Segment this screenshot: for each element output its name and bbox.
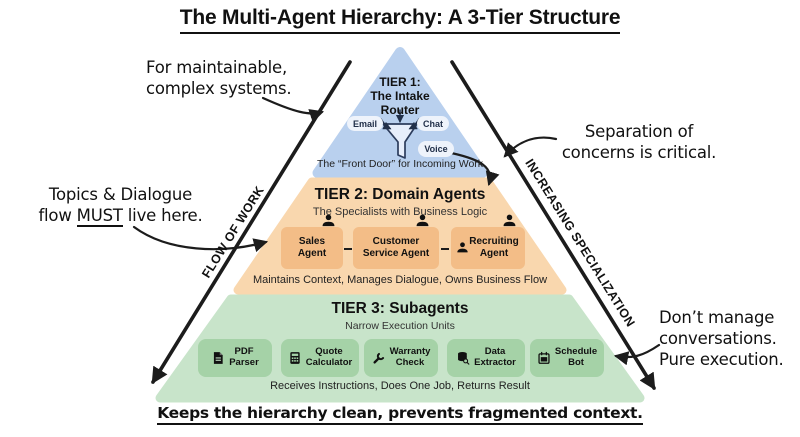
- annotation-separation: Separation of concerns is critical.: [561, 122, 717, 163]
- annotation-topics-line2: flow MUST live here.: [38, 206, 203, 228]
- database-search-icon: [458, 351, 470, 365]
- page-title: The Multi-Agent Hierarchy: A 3-Tier Stru…: [0, 6, 800, 34]
- channel-pill-email: Email: [347, 116, 383, 131]
- person-icon: [322, 214, 335, 227]
- agent-connector: [441, 248, 449, 250]
- tier2-caption: Maintains Context, Manages Dialogue, Own…: [252, 274, 548, 286]
- tool-label: PDF Parser: [229, 346, 259, 368]
- tool-card-data-extractor: Data Extractor: [447, 339, 525, 377]
- tier1-caption: The “Front Door” for Incoming Work: [316, 158, 484, 170]
- tier3-title: TIER 3: Subagents: [331, 300, 469, 317]
- tier1-title: TIER 1: The Intake Router: [370, 75, 430, 117]
- tool-card-warranty-check: Warranty Check: [364, 339, 438, 377]
- tool-card-schedule-bot: Schedule Bot: [530, 339, 604, 377]
- tool-label: Quote Calculator: [305, 346, 353, 368]
- maintainable-arrow: [261, 96, 325, 123]
- tool-label: Warranty Check: [389, 346, 431, 368]
- annotation-topics: Topics & Dialogue flow MUST live here.: [18, 184, 223, 228]
- annotation-topics-line1: Topics & Dialogue: [48, 185, 193, 204]
- tool-card-quote-calculator: Quote Calculator: [281, 339, 359, 377]
- tier3-subtitle: Narrow Execution Units: [345, 320, 455, 332]
- calendar-icon: [538, 351, 550, 364]
- channel-pill-voice: Voice: [418, 141, 454, 157]
- person-icon: [503, 214, 516, 227]
- wrench-icon: [373, 352, 384, 364]
- annotation-execution: Don’t manage conversations. Pure executi…: [659, 308, 784, 370]
- channel-pill-chat: Chat: [417, 116, 449, 131]
- pdf-file-icon: [214, 352, 223, 364]
- agent-card-sales: Sales Agent: [281, 227, 343, 269]
- agent-card-recruiting: Recruiting Agent: [451, 227, 525, 269]
- footer-note: Keeps the hierarchy clean, prevents frag…: [0, 404, 800, 425]
- tool-card-pdf-parser: PDF Parser: [198, 339, 272, 377]
- calculator-icon: [290, 352, 300, 364]
- agent-card-customer-service: Customer Service Agent: [353, 227, 439, 269]
- tool-label: Data Extractor: [474, 346, 516, 368]
- execution-arrow: [613, 343, 661, 366]
- agent-connector: [344, 248, 352, 250]
- tool-label: Schedule Bot: [554, 346, 598, 368]
- tier2-title: TIER 2: Domain Agents: [314, 186, 486, 203]
- tier3-caption: Receives Instructions, Does One Job, Ret…: [270, 380, 530, 392]
- tier2-subtitle: The Specialists with Business Logic: [312, 206, 488, 218]
- topics-arrow: [132, 225, 269, 253]
- annotation-maintainable: For maintainable, complex systems.: [146, 58, 292, 99]
- person-icon: [457, 242, 468, 253]
- specialization-arrow-line: [450, 60, 656, 391]
- person-icon: [416, 214, 429, 227]
- must-underlined: MUST: [76, 206, 123, 228]
- separation-arrow: [503, 136, 558, 158]
